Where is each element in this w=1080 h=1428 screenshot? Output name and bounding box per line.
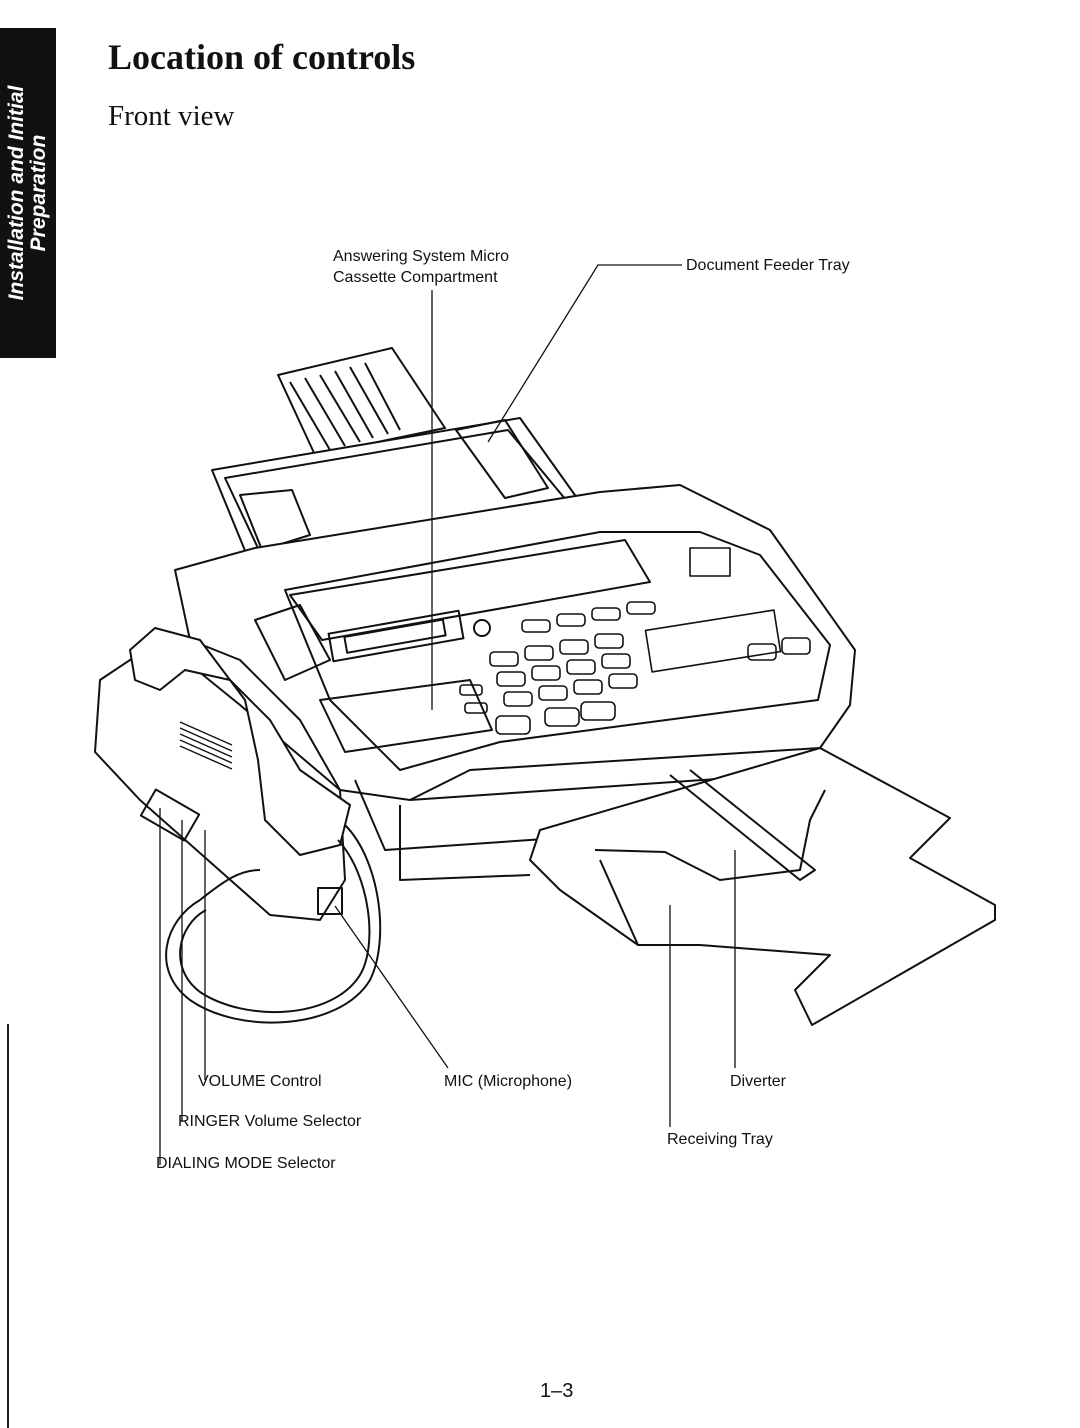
cassette-label-line1: Answering System Micro: [333, 248, 510, 265]
handset-drawing: [94, 627, 382, 1024]
fax-body-drawing: [174, 484, 856, 881]
diverter-label: Diverter: [730, 1073, 787, 1090]
ringer-volume-selector-label: RINGER Volume Selector: [178, 1113, 362, 1130]
receiving-tray-label: Receiving Tray: [667, 1131, 773, 1148]
cassette-compartment-label: Answering System Micro Cassette Compartm…: [333, 246, 509, 288]
document-feeder-tray-label: Document Feeder Tray: [686, 257, 850, 274]
cassette-label-line2: Cassette Compartment: [333, 269, 498, 286]
margin-rule: [7, 1024, 9, 1428]
leader-lines: [159, 264, 736, 1165]
page-subtitle: Front view: [108, 100, 235, 132]
mic-label: MIC (Microphone): [444, 1073, 573, 1090]
document-feeder-tray-drawing: [211, 347, 583, 576]
page-title: Location of controls: [108, 37, 416, 77]
page-number: 1–3: [540, 1380, 574, 1402]
section-tab: Installation and Initial Preparation: [0, 28, 56, 358]
volume-control-label: VOLUME Control: [198, 1073, 322, 1090]
receiving-tray-drawing: [529, 747, 996, 1026]
dialing-mode-selector-label: DIALING MODE Selector: [156, 1155, 336, 1172]
